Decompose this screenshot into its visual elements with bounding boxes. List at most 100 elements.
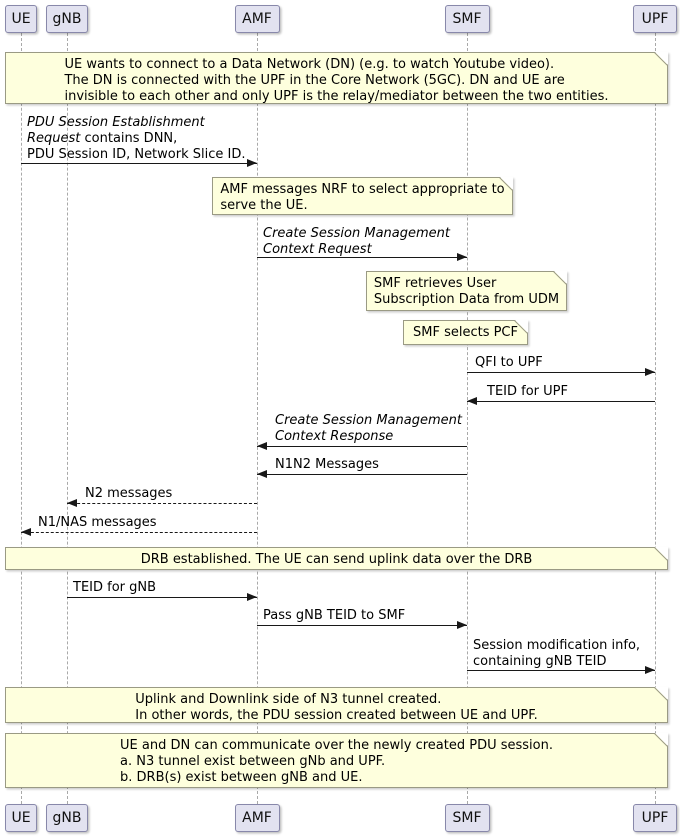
message-line-smf-to-amf: [257, 446, 467, 447]
note-text: AMF messages NRF to select appropriate t…: [220, 182, 504, 214]
note-text: Uplink and Downlink side of N3 tunnel cr…: [135, 692, 538, 724]
note-text: UE and DN can communicate over the newly…: [120, 738, 553, 786]
message-label-line: Session modification info,: [473, 638, 640, 654]
message-text-italic: PDU Session Establishment: [27, 115, 205, 130]
arrowhead-icon: [257, 470, 267, 478]
note: UE and DN can communicate over the newly…: [5, 732, 668, 788]
participant-label: gNB: [52, 11, 82, 27]
arrowhead-icon: [457, 621, 467, 629]
note: SMF selects PCF: [403, 319, 528, 345]
note-line: SMF retrieves User: [373, 276, 497, 291]
message-label-line: Request contains DNN,: [27, 131, 245, 147]
participant-label: SMF: [452, 11, 482, 27]
note-line: a. N3 tunnel exist between gNb and UPF.: [120, 754, 386, 769]
message-text: N2 messages: [85, 486, 173, 501]
message-text: Session modification info,: [473, 638, 641, 653]
participant-label: AMF: [242, 11, 272, 27]
note-fold-corner-icon: [653, 686, 668, 701]
message-line-amf-to-smf: [257, 625, 467, 626]
arrowhead-icon: [257, 442, 267, 450]
note: AMF messages NRF to select appropriate t…: [212, 176, 513, 215]
participant-label: UPF: [641, 11, 669, 27]
note: UE wants to connect to a Data Network (D…: [5, 51, 668, 105]
message-line-smf-to-upf: [467, 372, 655, 373]
message-label: TEID for UPF: [487, 384, 568, 400]
message-label-line: Create Session Management: [263, 226, 450, 242]
participant-label: UE: [11, 11, 31, 27]
note-line: SMF selects PCF: [412, 325, 518, 340]
participant-label: gNB: [52, 810, 82, 826]
message-line-smf-to-upf: [467, 670, 655, 671]
arrowhead-icon: [467, 397, 477, 405]
note-line: Subscription Data from UDM: [373, 292, 560, 307]
message-text: TEID for UPF: [487, 384, 568, 399]
participant-label: AMF: [242, 810, 272, 826]
lifeline-smf: [467, 33, 468, 804]
arrowhead-icon: [67, 499, 77, 507]
message-text: QFI to UPF: [475, 355, 543, 370]
message-text: N1N2 Messages: [275, 457, 379, 472]
message-label-line: Pass gNB TEID to SMF: [263, 608, 405, 624]
message-label: N1N2 Messages: [275, 457, 379, 473]
message-label-line: Context Response: [275, 429, 462, 445]
message-text: N1/NAS messages: [38, 515, 157, 530]
arrowhead-icon: [21, 528, 31, 536]
participant-top-smf: SMF: [444, 5, 490, 33]
message-text: PDU Session ID, Network Slice ID.: [27, 147, 246, 162]
message-label: QFI to UPF: [475, 355, 543, 371]
lifeline-upf: [655, 33, 656, 804]
arrowhead-icon: [645, 666, 655, 674]
note-text: UE wants to connect to a Data Network (D…: [64, 57, 608, 105]
participant-top-amf: AMF: [234, 5, 280, 33]
message-text-italic: Create Session Management: [263, 226, 450, 241]
note-fold-corner-icon: [552, 270, 567, 285]
message-label-line: QFI to UPF: [475, 355, 543, 371]
message-text: contains DNN,: [80, 131, 178, 146]
participant-bottom-upf: UPF: [633, 804, 677, 832]
participant-bottom-amf: AMF: [234, 804, 280, 832]
message-label-line: PDU Session Establishment: [27, 115, 245, 131]
message-text-italic: Request: [27, 131, 81, 146]
participant-bottom-gnb: gNB: [46, 804, 88, 832]
message-line-amf-to-smf: [257, 257, 467, 258]
message-line-upf-to-smf: [467, 401, 655, 402]
message-label-line: containing gNB TEID: [473, 654, 640, 670]
message-line-ue-to-amf: [21, 163, 257, 164]
message-label-line: Context Request: [263, 242, 450, 258]
note-line: AMF messages NRF to select appropriate t…: [220, 182, 505, 197]
note-line: The DN is connected with the UPF in the …: [64, 73, 565, 88]
message-line-smf-to-amf: [257, 474, 467, 475]
message-text: Pass gNB TEID to SMF: [263, 608, 406, 623]
lifeline-ue: [21, 33, 22, 804]
participant-bottom-smf: SMF: [444, 804, 490, 832]
message-label: N1/NAS messages: [38, 515, 157, 531]
message-line-amf-to-gnb: [67, 503, 257, 504]
lifeline-gnb: [67, 33, 68, 804]
note: DRB established. The UE can send uplink …: [5, 546, 668, 570]
participant-top-gnb: gNB: [46, 5, 88, 33]
note-line: UE and DN can communicate over the newly…: [120, 738, 553, 753]
note-line: invisible to each other and only UPF is …: [64, 89, 609, 104]
message-text-italic: Context Response: [275, 429, 394, 444]
message-line-amf-to-ue: [21, 532, 257, 533]
message-label-line: Create Session Management: [275, 413, 462, 429]
note-text: SMF selects PCF: [413, 325, 518, 341]
message-text-italic: Context Request: [263, 242, 372, 257]
message-text: TEID for gNB: [73, 580, 157, 595]
message-label-line: N2 messages: [85, 486, 172, 502]
participant-bottom-ue: UE: [5, 804, 37, 832]
note-line: serve the UE.: [220, 198, 308, 213]
participant-label: UE: [11, 810, 31, 826]
note-text: DRB established. The UE can send uplink …: [141, 552, 533, 568]
message-label: TEID for gNB: [73, 580, 156, 596]
message-text-italic: Create Session Management: [275, 413, 462, 428]
note-fold-corner-icon: [653, 546, 668, 561]
message-label-line: N1N2 Messages: [275, 457, 379, 473]
note-line: Uplink and Downlink side of N3 tunnel cr…: [135, 692, 442, 707]
